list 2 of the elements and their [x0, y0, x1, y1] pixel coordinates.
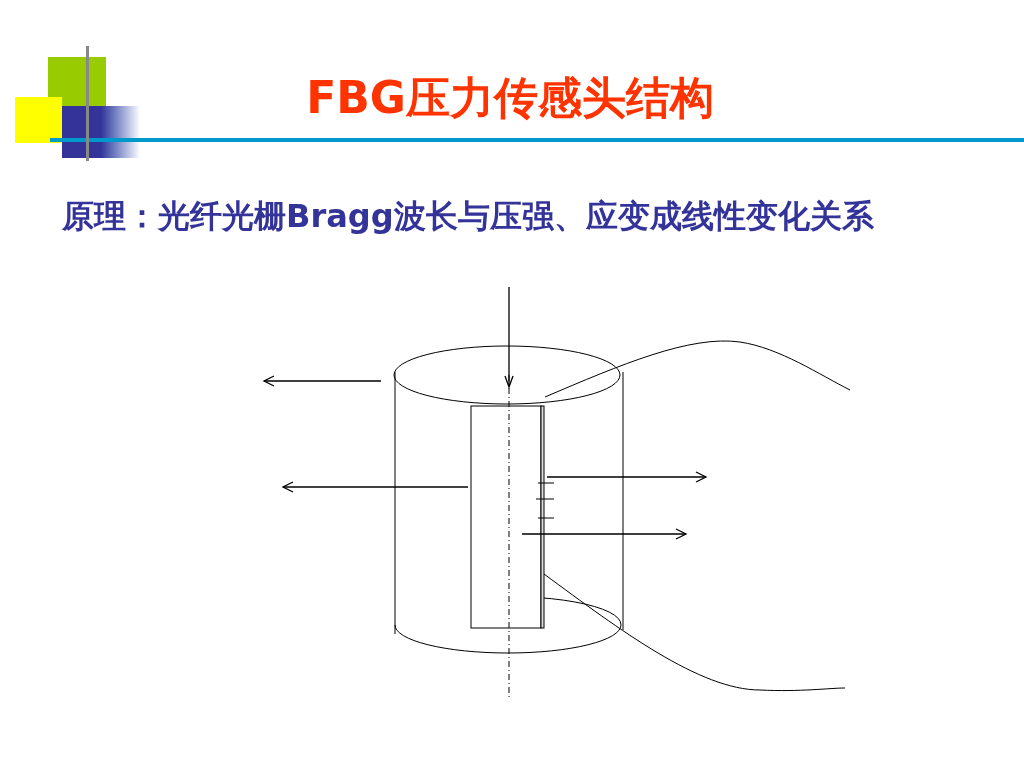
body-text: 原理：光纤光栅Bragg波长与压强、应变成线性变化关系 [62, 196, 875, 237]
slide-title: FBG压力传感头结构 [305, 71, 715, 125]
